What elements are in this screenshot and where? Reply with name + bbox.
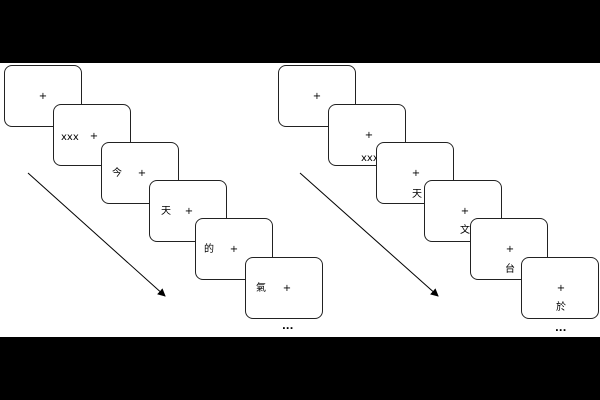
fixation-cross: +: [312, 91, 322, 102]
fixation-cross: +: [556, 283, 566, 294]
fixation-cross: +: [229, 244, 239, 255]
fixation-cross: +: [505, 244, 515, 255]
stimulus-word: 的: [204, 244, 214, 255]
stimulus-word: 今: [112, 168, 122, 179]
time-arrow-left: [27, 172, 166, 297]
fixation-cross: +: [89, 131, 99, 142]
right-frame-3: + 文: [424, 180, 502, 242]
stimulus-word: 台: [505, 264, 515, 275]
continuation-ellipsis: ...: [282, 321, 294, 332]
left-frame-fixation: +: [4, 65, 82, 127]
right-frame-5: + 於: [521, 257, 599, 319]
right-frame-1: + xxx: [328, 104, 406, 166]
fixation-cross: +: [184, 206, 194, 217]
fixation-cross: +: [282, 283, 292, 294]
stimulus-word: xxx: [361, 153, 379, 164]
diagram-canvas: + xxx + 今 + 天 + 的 + 氣 + ... + + xxx + 天 …: [0, 63, 600, 337]
fixation-cross: +: [411, 168, 421, 179]
left-frame-5: 氣 +: [245, 257, 323, 319]
arrow-layer: [27, 172, 439, 297]
fixation-cross: +: [460, 206, 470, 217]
stimulus-word: 氣: [256, 283, 266, 294]
stimulus-word: 文: [460, 225, 470, 236]
stimulus-word: 天: [161, 206, 171, 217]
fixation-cross: +: [364, 130, 374, 141]
stimulus-word: xxx: [61, 132, 79, 143]
fixation-cross: +: [38, 91, 48, 102]
time-arrow-right: [299, 172, 439, 297]
fixation-cross: +: [137, 168, 147, 179]
stimulus-word: 於: [556, 302, 566, 313]
continuation-ellipsis: ...: [555, 323, 567, 334]
stimulus-word: 天: [412, 189, 422, 200]
